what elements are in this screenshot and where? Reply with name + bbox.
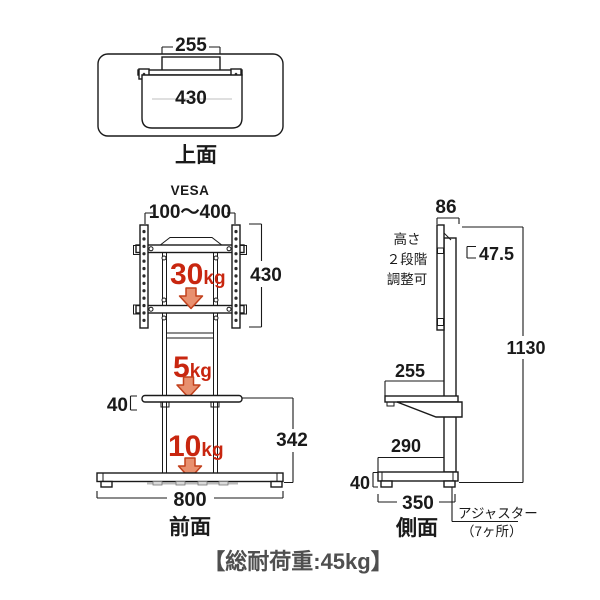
- top-view: 255 430 上面: [97, 35, 284, 167]
- front-base-width-value: 800: [173, 489, 206, 511]
- side-base-front-depth-value: 290: [391, 436, 421, 456]
- side-column-depth-dimension: 86: [435, 197, 460, 224]
- side-bracket-offset-dimension: 47.5: [466, 244, 514, 264]
- side-vesa-rail: [436, 224, 452, 331]
- front-lower-height-value: 342: [276, 430, 308, 451]
- front-shelf-clips: [160, 401, 220, 408]
- adjuster-note-line2: （7ヶ所）: [461, 524, 523, 539]
- top-mount-width-value: 255: [175, 35, 207, 56]
- side-bracket-offset-value: 47.5: [479, 244, 514, 264]
- side-total-height-value: 1130: [506, 338, 545, 358]
- side-base-front-depth-dimension: 290: [377, 436, 444, 472]
- top-shelf-outline: [141, 74, 243, 129]
- side-shelf: [384, 395, 463, 418]
- front-inner-columns: [148, 246, 232, 312]
- adjuster-note: アジャスター （7ヶ所）: [451, 487, 538, 539]
- side-shelf-depth-dimension: 255: [384, 361, 444, 396]
- front-base-width-dimension: 800: [96, 489, 284, 511]
- load-base-label: 10kg: [168, 430, 224, 463]
- down-arrow-icon: [177, 457, 203, 480]
- top-column-section: [161, 56, 221, 72]
- front-hook-plate: [158, 237, 224, 247]
- side-base: [377, 471, 459, 488]
- side-base-depth-value: 350: [402, 493, 434, 514]
- height-note-line1: 高さ: [394, 231, 421, 247]
- height-note-line2: ２段階: [387, 252, 428, 267]
- front-base: [96, 472, 284, 488]
- side-view: 86 高さ ２段階 調整可 47.5 1130 2: [350, 197, 546, 540]
- side-base-height-value: 40: [350, 473, 370, 493]
- vesa-range-value: 100～400: [149, 202, 231, 223]
- side-base-depth-dimension: 350: [377, 493, 456, 514]
- front-shelf-thickness-value: 40: [107, 395, 128, 416]
- front-bracket-height-dimension: 430: [249, 223, 282, 328]
- top-shelf-width-value: 430: [175, 88, 207, 109]
- front-view-label: 前面: [169, 515, 211, 539]
- top-view-label: 上面: [175, 144, 217, 167]
- side-view-label: 側面: [395, 517, 438, 540]
- side-base-height-dimension: 40: [350, 471, 378, 493]
- vesa-range-dimension: 100～400: [144, 202, 236, 224]
- front-shelf-thickness-dimension: 40: [107, 395, 137, 416]
- front-shelf: [141, 394, 243, 403]
- vesa-title: VESA: [171, 183, 210, 198]
- adjuster-note-line1: アジャスター: [458, 506, 538, 521]
- height-adjust-note: 高さ ２段階 調整可: [387, 231, 428, 287]
- side-total-height-dimension: 1130: [459, 226, 546, 484]
- load-shelf-label: 5kg: [173, 351, 212, 384]
- height-note-line3: 調整可: [387, 272, 428, 287]
- front-bracket-height-value: 430: [250, 265, 282, 286]
- down-arrow-icon: [178, 287, 204, 310]
- front-upper-bar: [135, 244, 245, 254]
- total-load-caption: 【総耐荷重:45kg】: [203, 549, 392, 574]
- top-mount-width-dimension: 255: [161, 35, 221, 56]
- side-column-depth-value: 86: [435, 197, 456, 218]
- front-vesa-rails: [139, 224, 241, 329]
- front-lower-height-dimension: 342: [242, 397, 308, 484]
- front-view: VESA 100～400: [96, 183, 308, 539]
- down-arrow-icon: [176, 376, 201, 399]
- front-column-upper: [161, 313, 219, 396]
- side-shelf-depth-value: 255: [395, 361, 425, 381]
- side-column: [443, 237, 457, 473]
- front-column-lower: [162, 402, 218, 473]
- load-mount-label: 30kg: [170, 258, 226, 291]
